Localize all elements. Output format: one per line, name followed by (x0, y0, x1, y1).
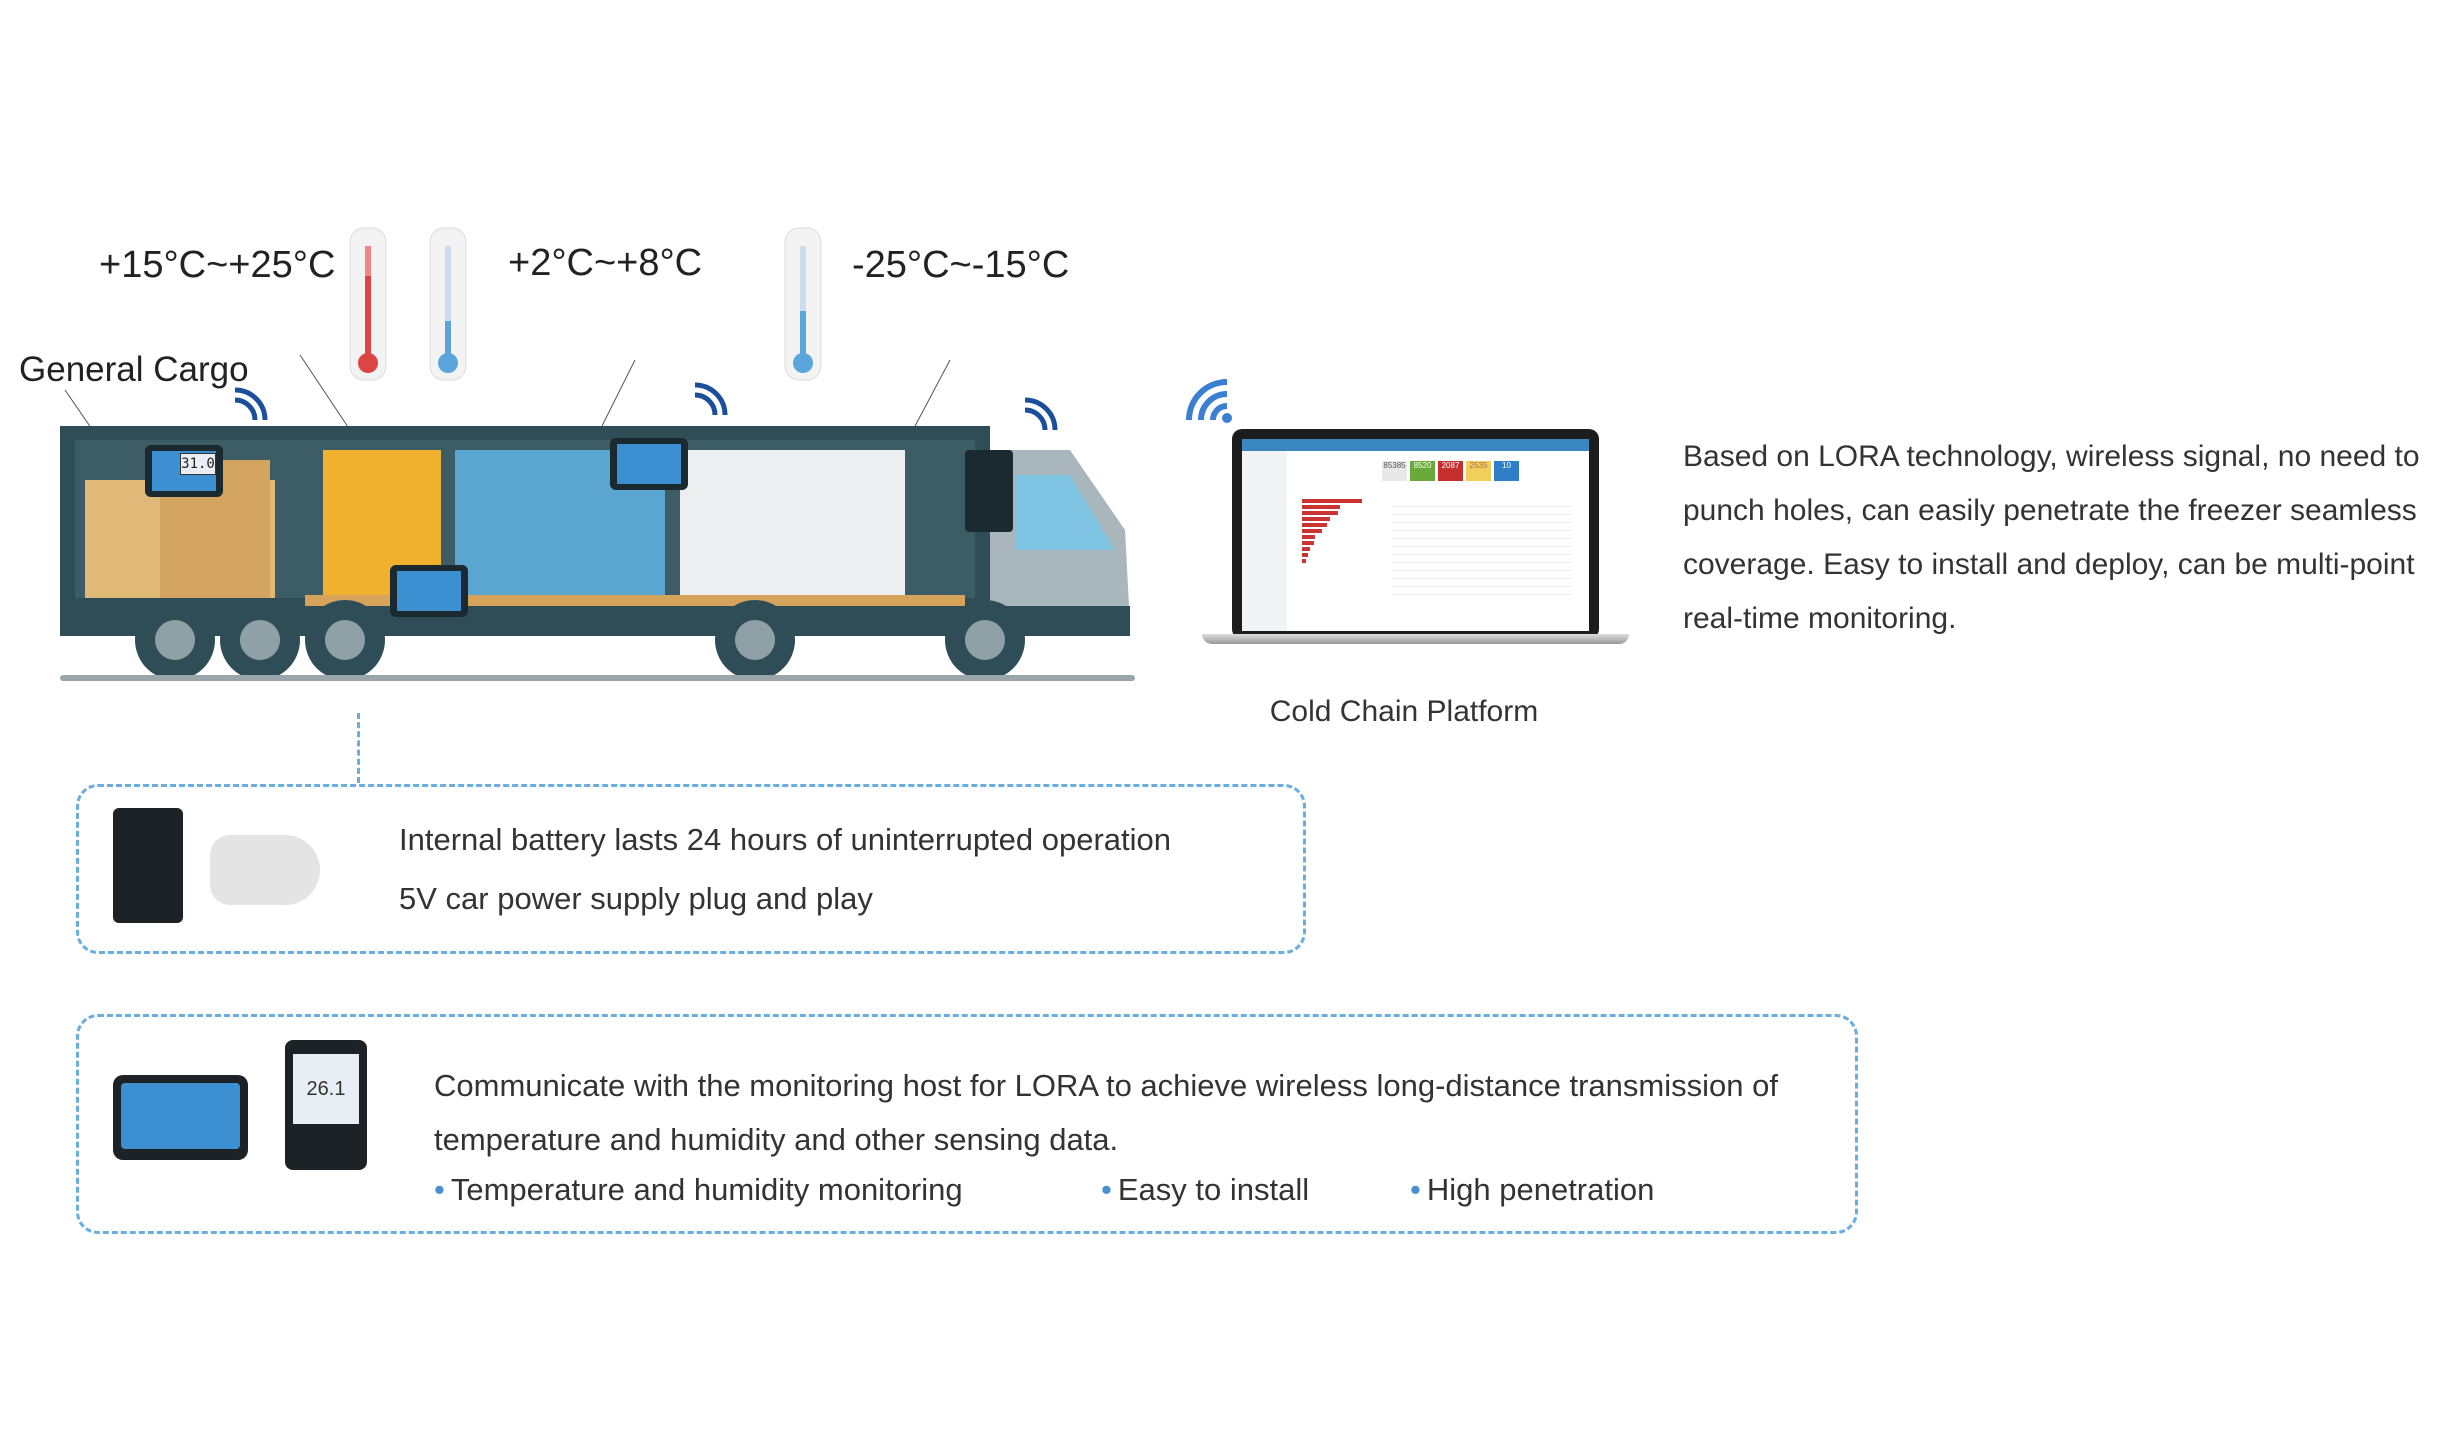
sensor-reading: 26.1 (293, 1054, 359, 1124)
host-device-icon (113, 808, 183, 923)
logger-display-reading: 31.0 (180, 453, 216, 475)
logger-device-icon (610, 438, 688, 490)
lora-text: Communicate with the monitoring host for… (434, 1068, 1778, 1157)
power-supply-text: 5V car power supply plug and play (399, 881, 873, 916)
car-charger-icon (210, 835, 320, 905)
kpi-offline: 10 (1494, 461, 1519, 481)
lora-sensor-icon (113, 1075, 248, 1160)
bullet-install: •Easy to install (1101, 1172, 1310, 1207)
bullet-text: Temperature and humidity monitoring (450, 1172, 963, 1207)
bullet-penetration: •High penetration (1410, 1172, 1655, 1207)
lora-info-box (76, 1014, 1858, 1234)
bullet-text: Easy to install (1117, 1172, 1310, 1207)
power-info-box (76, 784, 1306, 954)
battery-text: Internal battery lasts 24 hours of unint… (399, 822, 1172, 857)
temp-zone-chilled: +2°C~+8°C (508, 242, 703, 284)
alarm-table (1392, 499, 1572, 599)
temp-zone-ambient: +15°C~+25°C (99, 244, 336, 286)
kpi-normal: 8520 (1410, 461, 1435, 481)
general-cargo-label: General Cargo (19, 350, 249, 389)
lora-description: Based on LORA technology, wireless signa… (1683, 440, 2420, 635)
thermometer-red-icon (349, 227, 387, 381)
platform-caption: Cold Chain Platform (1269, 695, 1539, 728)
kpi-total: 85385 (1382, 461, 1407, 481)
platform-screen: 85385 8520 2087 2535 10 (1242, 439, 1589, 631)
kpi-tiles: 85385 8520 2087 2535 10 (1382, 461, 1519, 481)
logger-device-icon (390, 565, 468, 617)
th-sensor-icon: 26.1 (285, 1040, 367, 1170)
host-device-icon (965, 450, 1013, 532)
kpi-alarm: 2087 (1438, 461, 1463, 481)
wifi-icon (1186, 379, 1232, 423)
connector-line (357, 713, 360, 783)
temp-zone-frozen: -25°C~-15°C (852, 244, 1070, 286)
thermometer-blue-icon (429, 227, 467, 381)
truck-illustration (60, 354, 1135, 681)
bullet-monitoring: •Temperature and humidity monitoring (434, 1172, 963, 1207)
bullet-text: High penetration (1426, 1172, 1655, 1207)
thermometers (349, 227, 822, 381)
laptop-platform: 85385 8520 2087 2535 10 (1202, 429, 1629, 654)
alarm-bar-chart (1302, 499, 1362, 563)
kpi-warning: 2535 (1466, 461, 1491, 481)
signal-icons (234, 382, 1058, 431)
thermometer-frozen-icon (784, 227, 822, 381)
